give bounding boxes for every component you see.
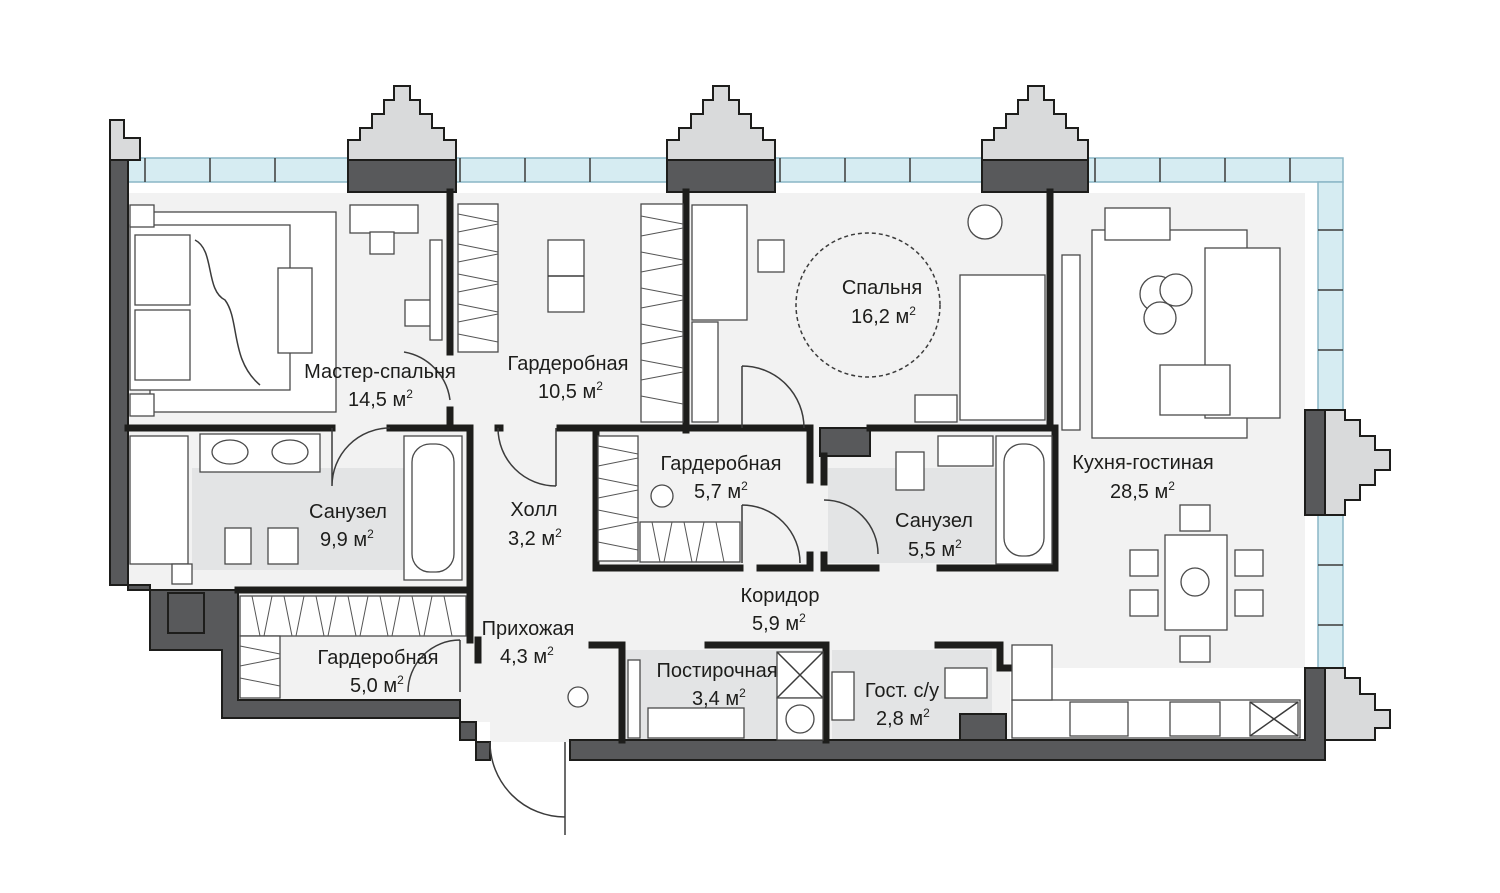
- bedroom-furniture: [691, 204, 1046, 423]
- svg-text:Гардеробная: Гардеробная: [318, 647, 439, 669]
- outer-wall-right: [1304, 409, 1326, 516]
- bathroom-1-fixtures: [129, 433, 463, 585]
- svg-text:Гардеробная: Гардеробная: [508, 353, 629, 375]
- label-wardrobe-3: Гардеробная 5,0 м2: [318, 647, 439, 697]
- label-master-bedroom: Мастер-спальня 14,5 м2: [304, 361, 456, 411]
- kitchen-living-furniture: [1011, 207, 1301, 739]
- column-center: [819, 427, 871, 457]
- interior-walls: [124, 188, 1059, 744]
- svg-text:28,5 м2: 28,5 м2: [1110, 479, 1175, 503]
- svg-text:14,5 м2: 14,5 м2: [348, 387, 413, 411]
- column-bottom-1: [167, 592, 205, 634]
- wardrobe-racks: [239, 203, 741, 699]
- label-bedroom: Спальня 16,2 м2: [842, 277, 922, 328]
- label-wardrobe-2: Гардеробная 5,7 м2: [661, 453, 782, 503]
- svg-text:4,3 м2: 4,3 м2: [500, 644, 554, 668]
- label-bathroom-1: Санузел 9,9 м2: [309, 501, 387, 551]
- column-top-2: [666, 159, 776, 193]
- svg-text:9,9 м2: 9,9 м2: [320, 527, 374, 551]
- svg-text:5,5 м2: 5,5 м2: [908, 537, 962, 561]
- svg-text:Мастер-спальня: Мастер-спальня: [304, 361, 456, 383]
- label-corridor: Коридор 5,9 м2: [741, 585, 820, 635]
- svg-text:3,4 м2: 3,4 м2: [692, 686, 746, 710]
- label-laundry: Постирочная 3,4 м2: [656, 660, 777, 710]
- label-guest-wc: Гост. с/у 2,8 м2: [865, 680, 939, 730]
- svg-text:Спальня: Спальня: [842, 277, 922, 299]
- svg-text:3,2 м2: 3,2 м2: [508, 526, 562, 550]
- svg-text:5,7 м2: 5,7 м2: [694, 479, 748, 503]
- label-bathroom-2: Санузел 5,5 м2: [895, 510, 973, 561]
- room-labels: Мастер-спальня 14,5 м2 Гардеробная 10,5 …: [304, 277, 1214, 730]
- label-entrance: Прихожая 4,3 м2: [482, 618, 575, 668]
- column-top-3: [981, 159, 1089, 193]
- svg-text:5,9 м2: 5,9 м2: [752, 611, 806, 635]
- label-hall: Холл 3,2 м2: [508, 499, 562, 550]
- bathroom-2-fixtures: [895, 435, 1053, 565]
- svg-text:2,8 м2: 2,8 м2: [876, 706, 930, 730]
- svg-text:Коридор: Коридор: [741, 585, 820, 607]
- svg-text:10,5 м2: 10,5 м2: [538, 379, 603, 403]
- label-wardrobe-1: Гардеробная 10,5 м2: [508, 353, 629, 403]
- svg-text:Санузел: Санузел: [309, 501, 387, 523]
- svg-text:5,0 м2: 5,0 м2: [350, 673, 404, 697]
- column-bottom-2: [959, 713, 1007, 741]
- svg-text:Кухня-гостиная: Кухня-гостиная: [1072, 452, 1214, 474]
- svg-text:Санузел: Санузел: [895, 510, 973, 532]
- svg-text:Постирочная: Постирочная: [656, 660, 777, 682]
- laundry-guestwc-fixtures: [567, 651, 988, 741]
- label-kitchen-living: Кухня-гостиная 28,5 м2: [1072, 452, 1214, 503]
- svg-text:Холл: Холл: [510, 499, 557, 521]
- svg-text:16,2 м2: 16,2 м2: [851, 304, 916, 328]
- svg-text:Гост. с/у: Гост. с/у: [865, 680, 939, 702]
- master-bedroom-furniture: [129, 204, 443, 417]
- svg-text:Гардеробная: Гардеробная: [661, 453, 782, 475]
- doors: [331, 351, 879, 835]
- facade-piers: [109, 85, 1391, 741]
- column-top-1: [347, 159, 457, 193]
- svg-text:Прихожая: Прихожая: [482, 618, 575, 640]
